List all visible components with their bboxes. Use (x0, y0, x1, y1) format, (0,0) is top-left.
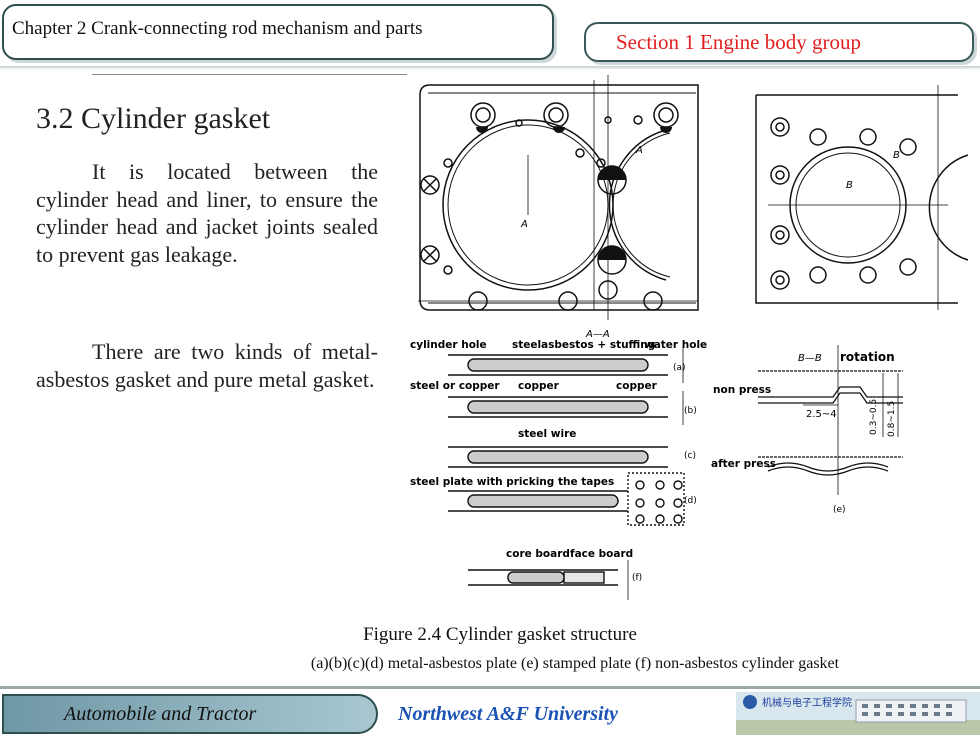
label-bb: B—B (798, 353, 822, 364)
label-b1: B (893, 150, 900, 161)
course-name: Automobile and Tractor (64, 703, 257, 725)
figure-caption-title: Figure 2.4 Cylinder gasket structure (363, 624, 637, 645)
header-underline (92, 74, 407, 75)
label-asbestos-stuffing: asbestos + stuffing (541, 339, 655, 351)
slide-title: 3.2 Cylinder gasket (36, 102, 271, 135)
label-dim-2: 0.3~0.5 (869, 399, 879, 435)
label-steel-or-copper: steel or copper (410, 380, 500, 392)
label-steel-plate: steel plate with pricking the tapes (410, 476, 614, 488)
label-after-press: after press (711, 458, 776, 470)
footer-divider (0, 686, 980, 689)
label-sub-e: (e) (833, 505, 846, 515)
chapter-title: Chapter 2 Crank-connecting rod mechanism… (12, 18, 423, 39)
college-building-logo: 机械与电子工程学院 (736, 692, 980, 735)
label-copper-2: copper (616, 380, 658, 392)
label-copper-1: copper (518, 380, 560, 392)
section-title: Section 1 Engine body group (616, 30, 861, 54)
label-non-press: non press (713, 384, 771, 396)
label-sub-c: (c) (684, 451, 696, 461)
header-divider (0, 66, 980, 69)
label-sub-d: (d) (684, 496, 697, 506)
label-rotation: rotation (840, 350, 895, 364)
figure-caption-legend: (a)(b)(c)(d) metal-asbestos plate (e) st… (310, 655, 840, 672)
label-sub-f: (f) (632, 573, 642, 583)
label-aa: A—A (585, 329, 610, 340)
label-face-board: face board (570, 548, 633, 560)
label-a-top: A (635, 145, 643, 156)
label-water-hole: water hole (644, 339, 707, 351)
label-a-bottom: A (520, 219, 528, 230)
label-cylinder-hole: cylinder hole (410, 339, 487, 351)
label-steel-wire: steel wire (518, 428, 576, 440)
label-sub-a: (a) (673, 363, 686, 373)
chapter-tab: Chapter 2 Crank-connecting rod mechanism… (2, 4, 554, 60)
label-sub-b: (b) (684, 406, 697, 416)
paragraph-location: It is located between the cylinder head … (36, 159, 378, 267)
paragraph-kinds: There are two kinds of metal-asbestos ga… (36, 339, 378, 392)
course-tab: Automobile and Tractor (2, 694, 378, 734)
label-dim-1: 2.5~4 (806, 409, 837, 420)
label-dim-3: 0.8~1.5 (887, 401, 897, 437)
label-steel: steel (512, 339, 541, 351)
university-name: Northwest A&F University (398, 703, 619, 725)
label-b2: B (846, 180, 853, 191)
label-core-board: core board (506, 548, 570, 560)
gasket-figure: A A B B A—A cylinder hole steel asbestos… (410, 75, 969, 600)
section-tab: Section 1 Engine body group (584, 22, 974, 62)
logo-text: 机械与电子工程学院 (762, 696, 852, 709)
